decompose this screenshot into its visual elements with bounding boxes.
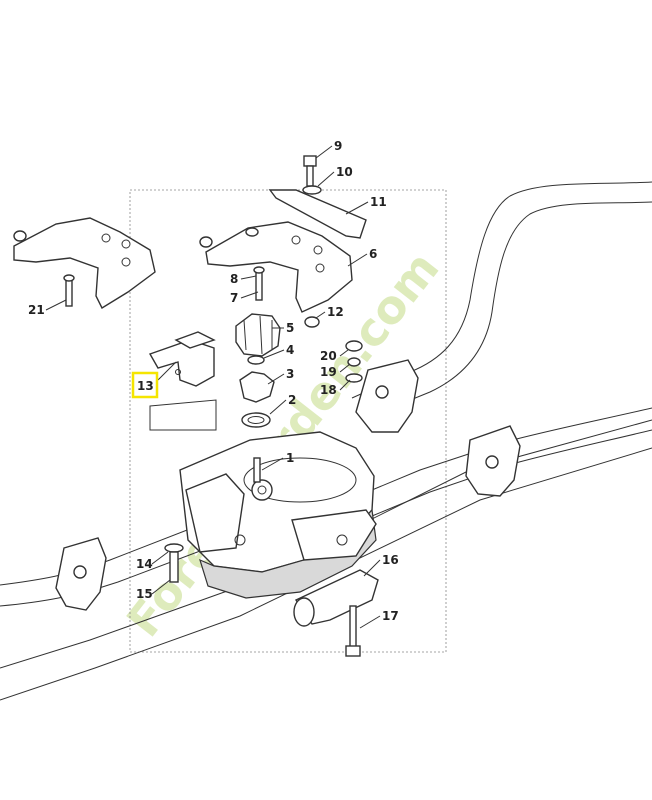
callout-10: 10	[336, 165, 353, 179]
coupling-large	[235, 313, 281, 357]
cover-plate	[148, 331, 217, 431]
callout-20: 20	[320, 349, 337, 363]
screw-and-washer	[164, 543, 184, 583]
handlebar-tubes	[0, 181, 652, 701]
callout-6: 6	[369, 247, 377, 261]
tube-clip	[293, 569, 379, 627]
callout-labels: 1 2 3 4 5 6 7 8 9 10 11 12 13 14 15 16 1…	[28, 139, 399, 623]
tube-clamps	[55, 359, 521, 611]
coupling-small	[239, 371, 275, 403]
callout-9: 9	[334, 139, 342, 153]
left-handle-bracket	[13, 217, 156, 309]
callout-14: 14	[136, 557, 153, 571]
leader-lines	[45, 145, 381, 629]
highlight-box	[131, 371, 159, 399]
callout-11: 11	[370, 195, 387, 209]
callout-18: 18	[320, 383, 337, 397]
callout-21: 21	[28, 303, 45, 317]
circlip	[241, 412, 271, 428]
nuts-and-washers	[304, 316, 363, 383]
callout-17: 17	[382, 609, 399, 623]
callout-15: 15	[136, 587, 153, 601]
callout-13: 13	[137, 379, 154, 393]
callout-1: 1	[286, 451, 294, 465]
right-handle-bracket	[199, 221, 353, 313]
callout-19: 19	[320, 365, 337, 379]
ring	[247, 355, 265, 365]
callout-8: 8	[230, 272, 238, 286]
shaft-pin	[253, 457, 261, 483]
callout-4: 4	[286, 343, 294, 357]
callout-12: 12	[327, 305, 344, 319]
bolt-washer-strip	[268, 155, 367, 239]
long-bolt	[345, 605, 361, 657]
callout-7: 7	[230, 291, 238, 305]
gearbox-housing	[179, 431, 377, 599]
callout-5: 5	[286, 321, 294, 335]
callout-16: 16	[382, 553, 399, 567]
callout-3: 3	[286, 367, 294, 381]
callout-2: 2	[288, 393, 296, 407]
